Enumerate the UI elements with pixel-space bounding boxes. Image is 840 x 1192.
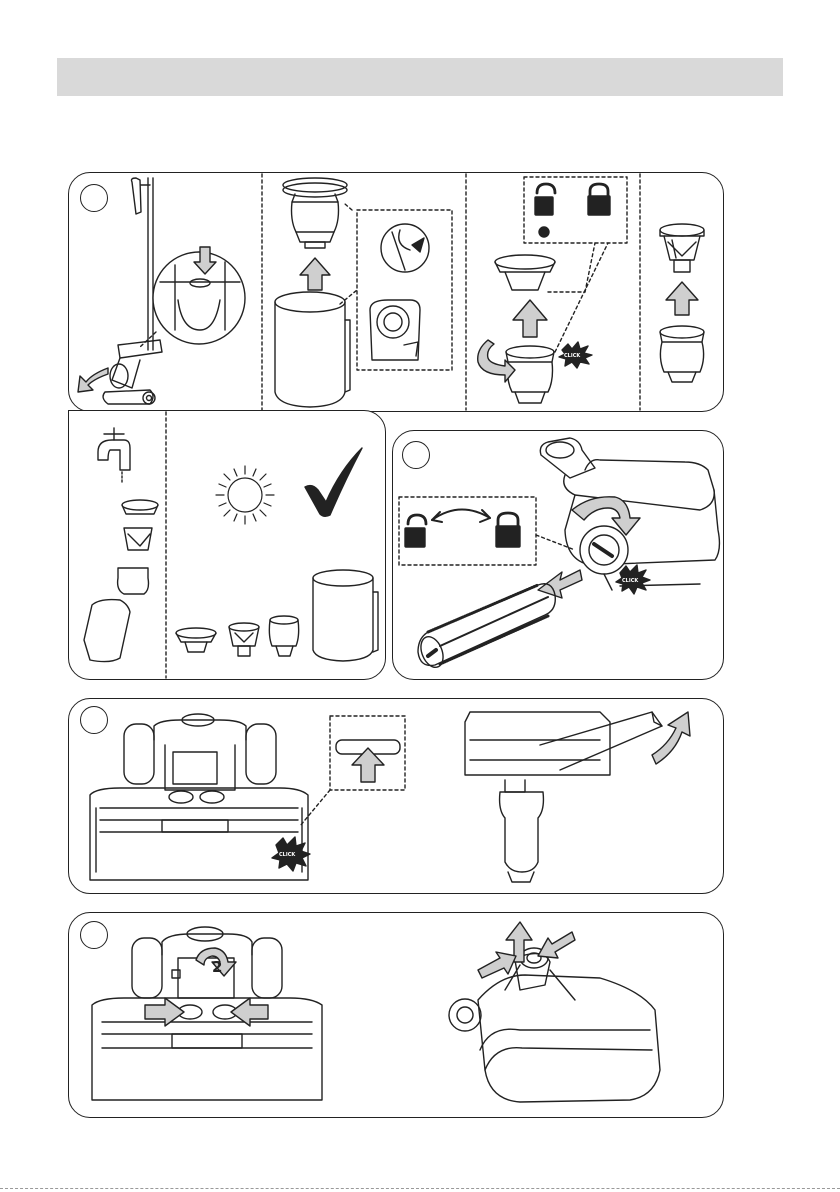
washing-parts-illustration bbox=[84, 500, 158, 662]
brushroll-illustration bbox=[417, 584, 556, 671]
rotate-number: 2 bbox=[212, 958, 222, 976]
lock-zoom-box bbox=[524, 177, 627, 243]
lock-icon bbox=[496, 526, 520, 547]
cyclone-top-illustration bbox=[495, 243, 595, 292]
upright-cover-open-illustration bbox=[465, 712, 662, 882]
release-zoom-box bbox=[300, 716, 405, 826]
arrow-icon bbox=[538, 932, 575, 958]
sun-icon bbox=[216, 466, 274, 524]
arrow-up-icon bbox=[513, 300, 547, 337]
page-edge-line bbox=[0, 1188, 840, 1189]
click-burst-icon: CLICK bbox=[559, 342, 592, 368]
click-burst-icon: CLICK bbox=[616, 565, 650, 594]
cyclone-body-illustration bbox=[506, 243, 608, 403]
unlock-icon bbox=[535, 197, 553, 215]
dust-bin-illustration bbox=[275, 292, 350, 407]
click-burst-icon: CLICK bbox=[272, 837, 310, 871]
unlock-icon bbox=[405, 528, 425, 547]
arrow-up-icon bbox=[666, 282, 698, 315]
brush-lock-zoom bbox=[399, 497, 575, 565]
arrow-icon bbox=[478, 952, 516, 978]
filter-body-illustration bbox=[660, 326, 704, 382]
cyclone-assembly-illustration bbox=[283, 178, 347, 248]
dry-parts-illustration bbox=[176, 570, 378, 661]
checkmark-icon bbox=[305, 448, 362, 516]
click-label: CLICK bbox=[564, 353, 581, 359]
filter-top-illustration bbox=[660, 224, 704, 272]
zoom-box-latch bbox=[340, 204, 452, 370]
faucet-icon bbox=[98, 428, 130, 484]
click-label: CLICK bbox=[279, 852, 296, 858]
zoom-circle-release bbox=[140, 252, 245, 347]
curved-arrow-icon bbox=[78, 368, 108, 392]
curved-arrow-icon bbox=[478, 340, 515, 382]
arrow-up-icon bbox=[300, 258, 330, 290]
click-label: CLICK bbox=[622, 578, 639, 584]
lock-icon bbox=[588, 196, 610, 215]
